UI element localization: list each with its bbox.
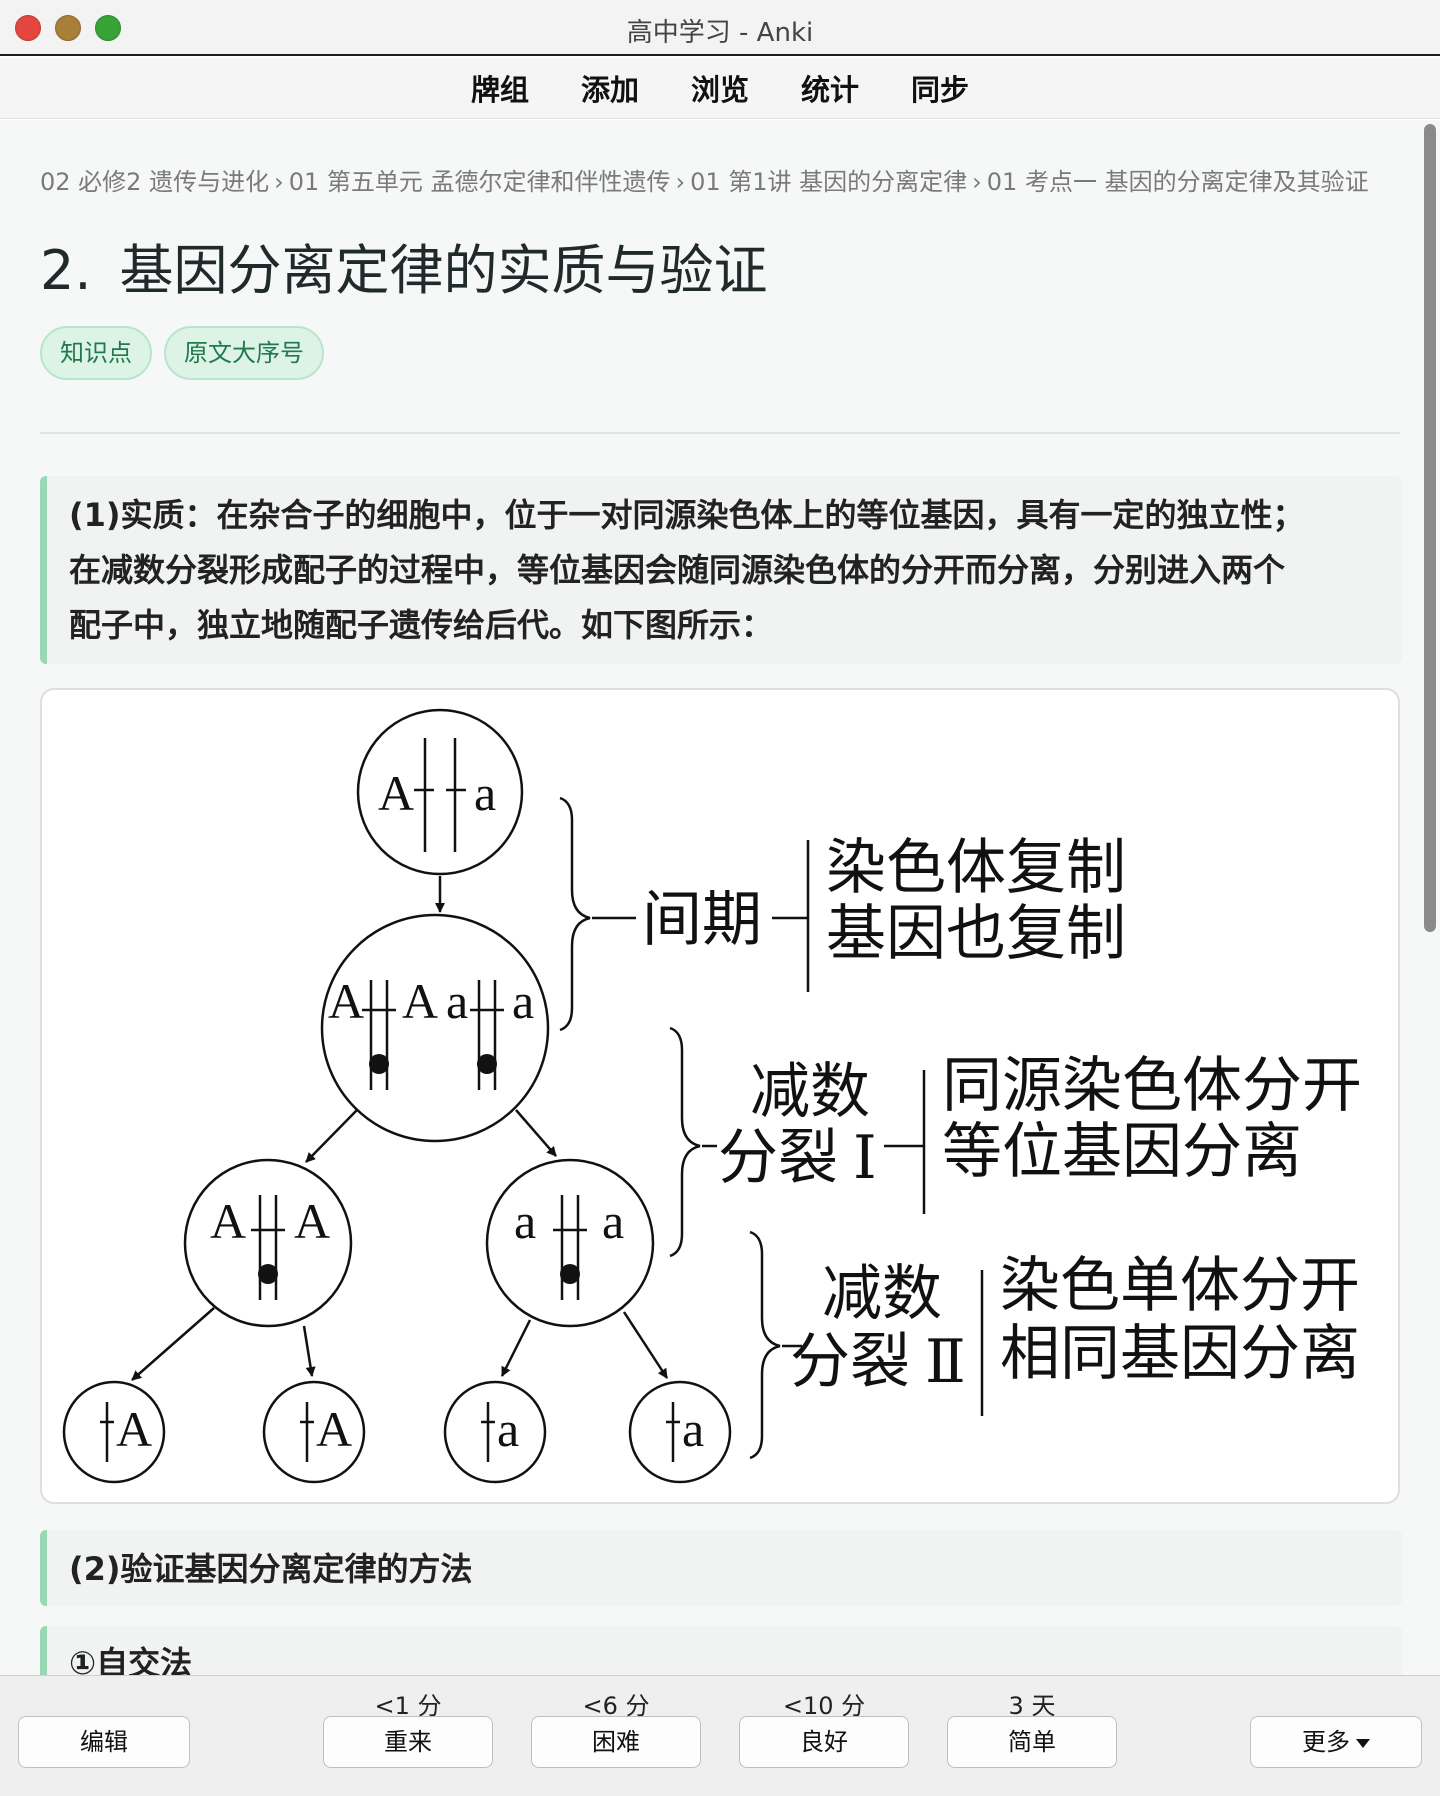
reviewer-bottom-bar: 编辑 <1 分 重来 <6 分 困难 <10 分 良好 3 天 简单 更多	[0, 1675, 1440, 1796]
stage-label: 分裂 Ⅰ	[718, 1125, 877, 1191]
stage-label: 减数	[822, 1261, 942, 1327]
verify-methods-title: (2)验证基因分离定律的方法	[69, 1550, 473, 1588]
scrollbar-thumb[interactable]	[1424, 124, 1436, 932]
allele-label: A	[378, 765, 414, 821]
window-title: 高中学习 - Anki	[626, 18, 814, 48]
allele-label: a	[474, 765, 496, 821]
edit-button[interactable]: 编辑	[18, 1716, 190, 1768]
tag-list: 知识点 原文大序号	[40, 326, 324, 380]
allele-label: A	[294, 1193, 330, 1249]
centromere	[369, 1054, 389, 1074]
allele-label: A	[116, 1401, 152, 1457]
meiosis-diagram-card: A a A A a a A A a a A A a a 间期 染色体复制 基因也…	[40, 688, 1400, 1504]
allele-label: A	[402, 973, 438, 1029]
stage-label: 间期	[642, 887, 762, 953]
note-line: 配子中，独立地随配子遗传给后代。如下图所示：	[69, 606, 774, 644]
toolbar-browse[interactable]: 浏览	[690, 73, 749, 107]
tag-chip[interactable]: 原文大序号	[164, 326, 324, 380]
toolbar-decks[interactable]: 牌组	[470, 73, 529, 107]
stage-description: 相同基因分离	[1000, 1321, 1360, 1387]
allele-label: A	[210, 1193, 246, 1249]
more-button-label: 更多	[1302, 1728, 1350, 1756]
allele-label: a	[514, 1193, 536, 1249]
breadcrumb-item: 01 考点一 基因的分离定律及其验证	[986, 168, 1369, 196]
self-cross-title: ①自交法	[69, 1644, 193, 1675]
breadcrumb-separator: ›	[675, 168, 686, 196]
arrow	[302, 1325, 316, 1377]
gamete-3	[443, 1380, 547, 1484]
toolbar-sync[interactable]: 同步	[911, 73, 970, 107]
toolbar-stats[interactable]: 统计	[801, 73, 860, 107]
good-interval: <10 分	[782, 1692, 866, 1720]
arrow	[515, 1109, 557, 1157]
close-window-button[interactable]	[15, 15, 41, 41]
meiosis-diagram: A a A A a a A A a a A A a a 间期 染色体复制 基因也…	[62, 708, 1362, 1484]
hard-interval: <6 分	[582, 1692, 650, 1720]
allele-label: A	[316, 1401, 352, 1457]
breadcrumb-separator: ›	[972, 168, 982, 196]
chevron-down-icon	[1356, 1738, 1370, 1748]
cell-left	[183, 1158, 353, 1328]
again-button[interactable]: 重来	[323, 1716, 493, 1768]
arrow	[305, 1109, 358, 1163]
divider	[40, 432, 1400, 434]
maximize-window-button[interactable]	[95, 15, 121, 41]
card-title-text: 基因分离定律的实质与验证	[119, 239, 768, 302]
more-button[interactable]: 更多	[1250, 1716, 1422, 1768]
stage-description: 同源染色体分开	[942, 1053, 1362, 1119]
stage-description: 基因也复制	[826, 901, 1126, 967]
centromere	[477, 1054, 497, 1074]
allele-label: a	[602, 1193, 624, 1249]
main-toolbar: 牌组 添加 浏览 统计 同步	[0, 58, 1440, 119]
note-line: 在减数分裂形成配子的过程中，等位基因会随同源染色体的分开而分离，分别进入两个	[69, 551, 1286, 589]
easy-button[interactable]: 简单	[947, 1716, 1117, 1768]
arrow	[622, 1311, 669, 1379]
arrow	[500, 1319, 532, 1377]
brace	[559, 796, 591, 1032]
easy-interval: 3 天	[1008, 1692, 1056, 1720]
good-button[interactable]: 良好	[739, 1716, 909, 1768]
essence-note: (1)实质：在杂合子的细胞中，位于一对同源染色体上的等位基因，具有一定的独立性；…	[40, 476, 1402, 664]
stage-label: 减数	[750, 1059, 870, 1125]
brace	[669, 1026, 701, 1258]
breadcrumb: 02 必修2 遗传与进化›01 第五单元 孟德尔定律和伴性遗传›01 第1讲 基…	[40, 162, 1400, 197]
brace	[749, 1230, 781, 1460]
allele-label: a	[682, 1401, 704, 1457]
minimize-window-button[interactable]	[55, 15, 81, 41]
gamete-1	[62, 1380, 166, 1484]
again-interval: <1 分	[374, 1692, 442, 1720]
note-line: (1)实质：在杂合子的细胞中，位于一对同源染色体上的等位基因，具有一定的独立性；	[69, 496, 1305, 534]
centromere	[560, 1264, 580, 1284]
allele-label: A	[328, 973, 364, 1029]
tag-chip[interactable]: 知识点	[40, 326, 152, 380]
stage-label: 分裂 Ⅱ	[790, 1329, 966, 1395]
self-cross-note: ①自交法	[40, 1626, 1402, 1675]
allele-label: a	[512, 973, 534, 1029]
verify-methods-note: (2)验证基因分离定律的方法	[40, 1530, 1402, 1606]
stage-description: 染色体复制	[826, 835, 1126, 901]
cell-middle	[320, 913, 550, 1143]
hard-button[interactable]: 困难	[531, 1716, 701, 1768]
cell-top	[356, 708, 524, 876]
cell-right	[485, 1158, 655, 1328]
stage-description: 等位基因分离	[942, 1119, 1302, 1185]
breadcrumb-item: 01 第五单元 孟德尔定律和伴性遗传	[288, 168, 671, 196]
toolbar-add[interactable]: 添加	[580, 73, 639, 107]
breadcrumb-item: 01 第1讲 基因的分离定律	[690, 168, 968, 196]
window-titlebar: 高中学习 - Anki	[0, 0, 1440, 56]
card-title-number: 2.	[40, 239, 92, 302]
allele-label: a	[446, 973, 468, 1029]
gamete-4	[628, 1380, 732, 1484]
breadcrumb-item: 02 必修2 遗传与进化	[40, 168, 270, 196]
arrow	[131, 1307, 215, 1381]
card-content[interactable]: 02 必修2 遗传与进化›01 第五单元 孟德尔定律和伴性遗传›01 第1讲 基…	[0, 120, 1440, 1675]
stage-description: 染色单体分开	[1000, 1253, 1360, 1319]
allele-label: a	[497, 1401, 519, 1457]
card-title: 2. 基因分离定律的实质与验证	[40, 226, 768, 305]
centromere	[258, 1264, 278, 1284]
gamete-2	[262, 1380, 366, 1484]
breadcrumb-separator: ›	[274, 168, 284, 196]
